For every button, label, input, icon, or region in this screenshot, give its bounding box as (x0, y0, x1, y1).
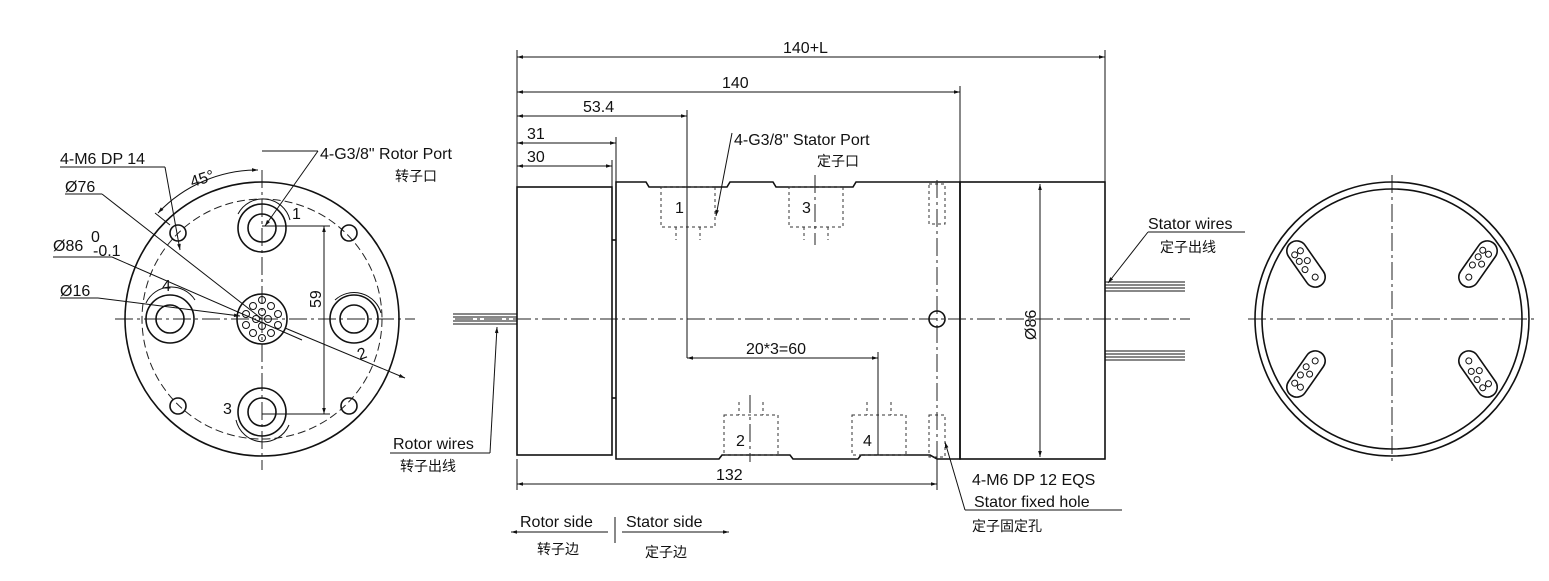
dia-86-label: Ø86 (53, 238, 83, 255)
wire-outlet-slots (1286, 240, 1498, 398)
rotor-port-label: 4-G3/8" Rotor Port (320, 146, 453, 163)
port-number: 1 (292, 206, 301, 223)
dim-140: 140 (722, 75, 749, 92)
dim-30: 30 (527, 149, 545, 166)
side-hole (928, 310, 946, 328)
rotor-end-view: 59 45° 4-M6 DP 14 Ø76 Ø86 0 -0.1 Ø16 4-G… (53, 146, 453, 470)
dim-59: 59 (308, 290, 325, 308)
m6-depth-label: 4-M6 DP 14 (60, 151, 145, 168)
dia-86-tol-lower: -0.1 (93, 243, 121, 260)
dim-pitch: 20*3=60 (746, 341, 806, 358)
stator-wires-label: Stator wires (1148, 216, 1232, 233)
stator-end-housing (959, 181, 1106, 460)
dim-dia-86: Ø86 (1023, 310, 1040, 340)
rotor-wires-cn: 转子出线 (400, 459, 456, 475)
port-number: 3 (223, 401, 232, 418)
rotor-wires (453, 313, 517, 325)
port-number: 2 (355, 345, 369, 364)
fixed-hole-cn: 定子固定孔 (972, 519, 1042, 535)
dim-53-4: 53.4 (583, 99, 614, 116)
rotor-side-cn: 转子边 (537, 542, 579, 558)
stator-wires (1105, 281, 1185, 361)
fixed-hole-spec: 4-M6 DP 12 EQS (972, 472, 1095, 489)
port-number: 4 (863, 433, 872, 450)
port-number: 2 (736, 433, 745, 450)
stator-end-view (1248, 175, 1535, 465)
port-number: 3 (802, 200, 811, 217)
dia-76-label: Ø76 (65, 179, 95, 196)
rotor-wires-label: Rotor wires (393, 436, 474, 453)
angle-45: 45° (188, 168, 216, 192)
outer-flange-circle (124, 181, 400, 457)
rotor-side-label: Rotor side (520, 514, 593, 531)
dia-16-label: Ø16 (60, 283, 90, 300)
port-number: 4 (162, 278, 171, 295)
hidden-ports (660, 175, 946, 462)
side-legend: Rotor side 转子边 Stator side 定子边 (511, 514, 729, 561)
dim-total-length: 140+L (783, 40, 828, 57)
stator-wires-cn: 定子出线 (1160, 240, 1216, 256)
rotor-housing (516, 186, 613, 456)
dia-86-tol-upper: 0 (91, 229, 100, 246)
stator-port-cn: 定子口 (817, 154, 859, 170)
fixed-hole-label: Stator fixed hole (974, 494, 1090, 511)
stator-side-label: Stator side (626, 514, 703, 531)
side-view: 1 3 2 4 140+L 140 53.4 31 30 20*3=60 132… (390, 40, 1245, 561)
dim-31: 31 (527, 126, 545, 143)
stator-side-cn: 定子边 (645, 545, 687, 561)
stator-body (615, 181, 961, 460)
dim-132: 132 (716, 467, 743, 484)
mounting-holes (169, 224, 358, 415)
rotor-port-cn: 转子口 (395, 169, 437, 185)
port-number: 1 (675, 200, 684, 217)
stator-port-label: 4-G3/8" Stator Port (734, 132, 870, 149)
